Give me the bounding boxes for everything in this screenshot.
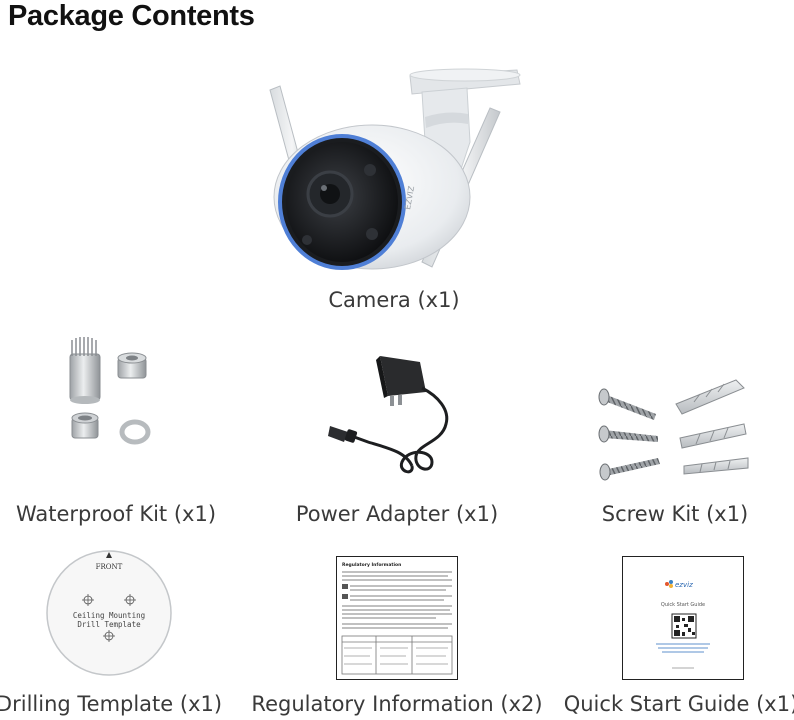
- quick-start-guide-icon: ezviz Quick Start Guide: [622, 556, 744, 680]
- svg-text:Regulatory Information: Regulatory Information: [342, 562, 401, 568]
- regulatory-info-label: Regulatory Information (x2): [251, 692, 543, 716]
- svg-text:Quick Start Guide: Quick Start Guide: [661, 602, 705, 608]
- svg-text:Drill Template: Drill Template: [77, 620, 141, 629]
- svg-text:Ceiling Mounting: Ceiling Mounting: [73, 611, 145, 620]
- svg-text:FRONT: FRONT: [96, 563, 123, 571]
- svg-text:ezviz: ezviz: [675, 581, 693, 589]
- camera-label: Camera (x1): [328, 288, 460, 312]
- screw-kit-label: Screw Kit (x1): [601, 502, 749, 526]
- drilling-template-icon: FRONT Ceiling Mounting Drill Template: [44, 548, 174, 678]
- drilling-template-label: Drilling Template (x1): [0, 692, 223, 716]
- waterproof-kit-label: Waterproof Kit (x1): [15, 502, 217, 526]
- waterproof-kit-icon: [60, 332, 160, 450]
- svg-text:EZVIZ: EZVIZ: [403, 185, 416, 211]
- camera-icon: EZVIZ: [262, 62, 532, 277]
- regulatory-info-icon: Regulatory Information: [336, 556, 458, 680]
- power-adapter-icon: [328, 352, 458, 480]
- power-adapter-label: Power Adapter (x1): [295, 502, 499, 526]
- screw-kit-icon: [596, 366, 760, 484]
- quick-start-guide-label: Quick Start Guide (x1): [563, 692, 794, 716]
- page-title: Package Contents: [8, 0, 255, 32]
